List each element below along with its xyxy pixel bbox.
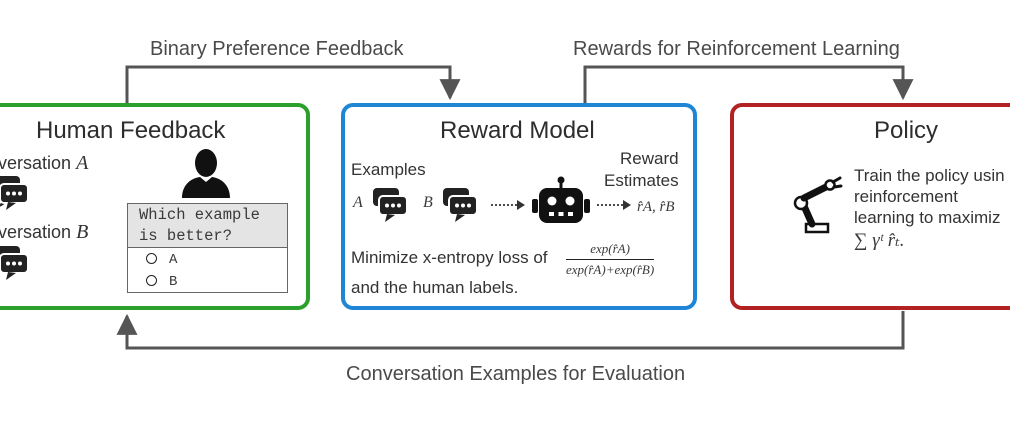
robot-arm-icon xyxy=(793,176,843,234)
policy-box xyxy=(730,103,1010,310)
reward-estimates-output: r̂A, r̂B xyxy=(637,199,675,215)
question-text: Which example is better? xyxy=(128,204,287,248)
conversation-b-label: versation B xyxy=(0,221,89,243)
flow-label-rewards: Rewards for Reinforcement Learning xyxy=(573,38,900,60)
policy-text-line1: Train the policy usin xyxy=(854,166,1005,185)
human-feedback-title: Human Feedback xyxy=(36,117,226,144)
question-card: Which example is better? A B xyxy=(127,203,288,293)
flow-label-preference: Binary Preference Feedback xyxy=(150,38,404,60)
arrow-reward-to-policy xyxy=(583,65,914,103)
flow-label-evaluation: Conversation Examples for Evaluation xyxy=(346,363,686,385)
arrow-policy-to-human xyxy=(116,311,905,350)
option-b[interactable]: B xyxy=(146,274,177,290)
loss-fraction: exp(r̂A) exp(r̂A)+exp(r̂B) xyxy=(566,241,655,278)
option-a[interactable]: A xyxy=(146,252,177,268)
chat-bubbles-icon xyxy=(0,176,29,210)
loss-text-2: and the human labels. xyxy=(351,278,519,297)
arrow-human-to-reward xyxy=(125,65,461,103)
example-a-var: A xyxy=(353,194,363,211)
policy-formula: ∑ γᵗ r̂ₜ. xyxy=(854,230,905,251)
fraction-denominator: exp(r̂A)+exp(r̂B) xyxy=(566,262,655,277)
dotted-arrow-icon xyxy=(597,200,631,210)
example-b-var: B xyxy=(423,194,433,211)
loss-text: Minimize x-entropy loss of xyxy=(351,248,548,267)
dotted-arrow-icon xyxy=(491,200,525,210)
fraction-numerator: exp(r̂A) xyxy=(566,241,655,260)
reward-model-title: Reward Model xyxy=(440,117,595,144)
reward-estimates-line2: Estimates xyxy=(604,171,679,190)
policy-text-line3: learning to maximiz xyxy=(854,208,1001,227)
conversation-a-label: versation A xyxy=(0,152,89,174)
examples-label: Examples xyxy=(351,160,426,179)
radio-icon[interactable] xyxy=(146,253,157,264)
chat-bubbles-icon xyxy=(373,188,408,222)
reward-estimates-line1: Reward xyxy=(620,149,679,168)
policy-text-line2: reinforcement xyxy=(854,187,958,206)
chat-bubbles-icon xyxy=(0,246,29,280)
person-icon xyxy=(182,149,230,198)
robot-icon xyxy=(532,176,590,223)
radio-icon[interactable] xyxy=(146,275,157,286)
policy-title: Policy xyxy=(874,117,939,144)
chat-bubbles-icon xyxy=(443,188,478,222)
